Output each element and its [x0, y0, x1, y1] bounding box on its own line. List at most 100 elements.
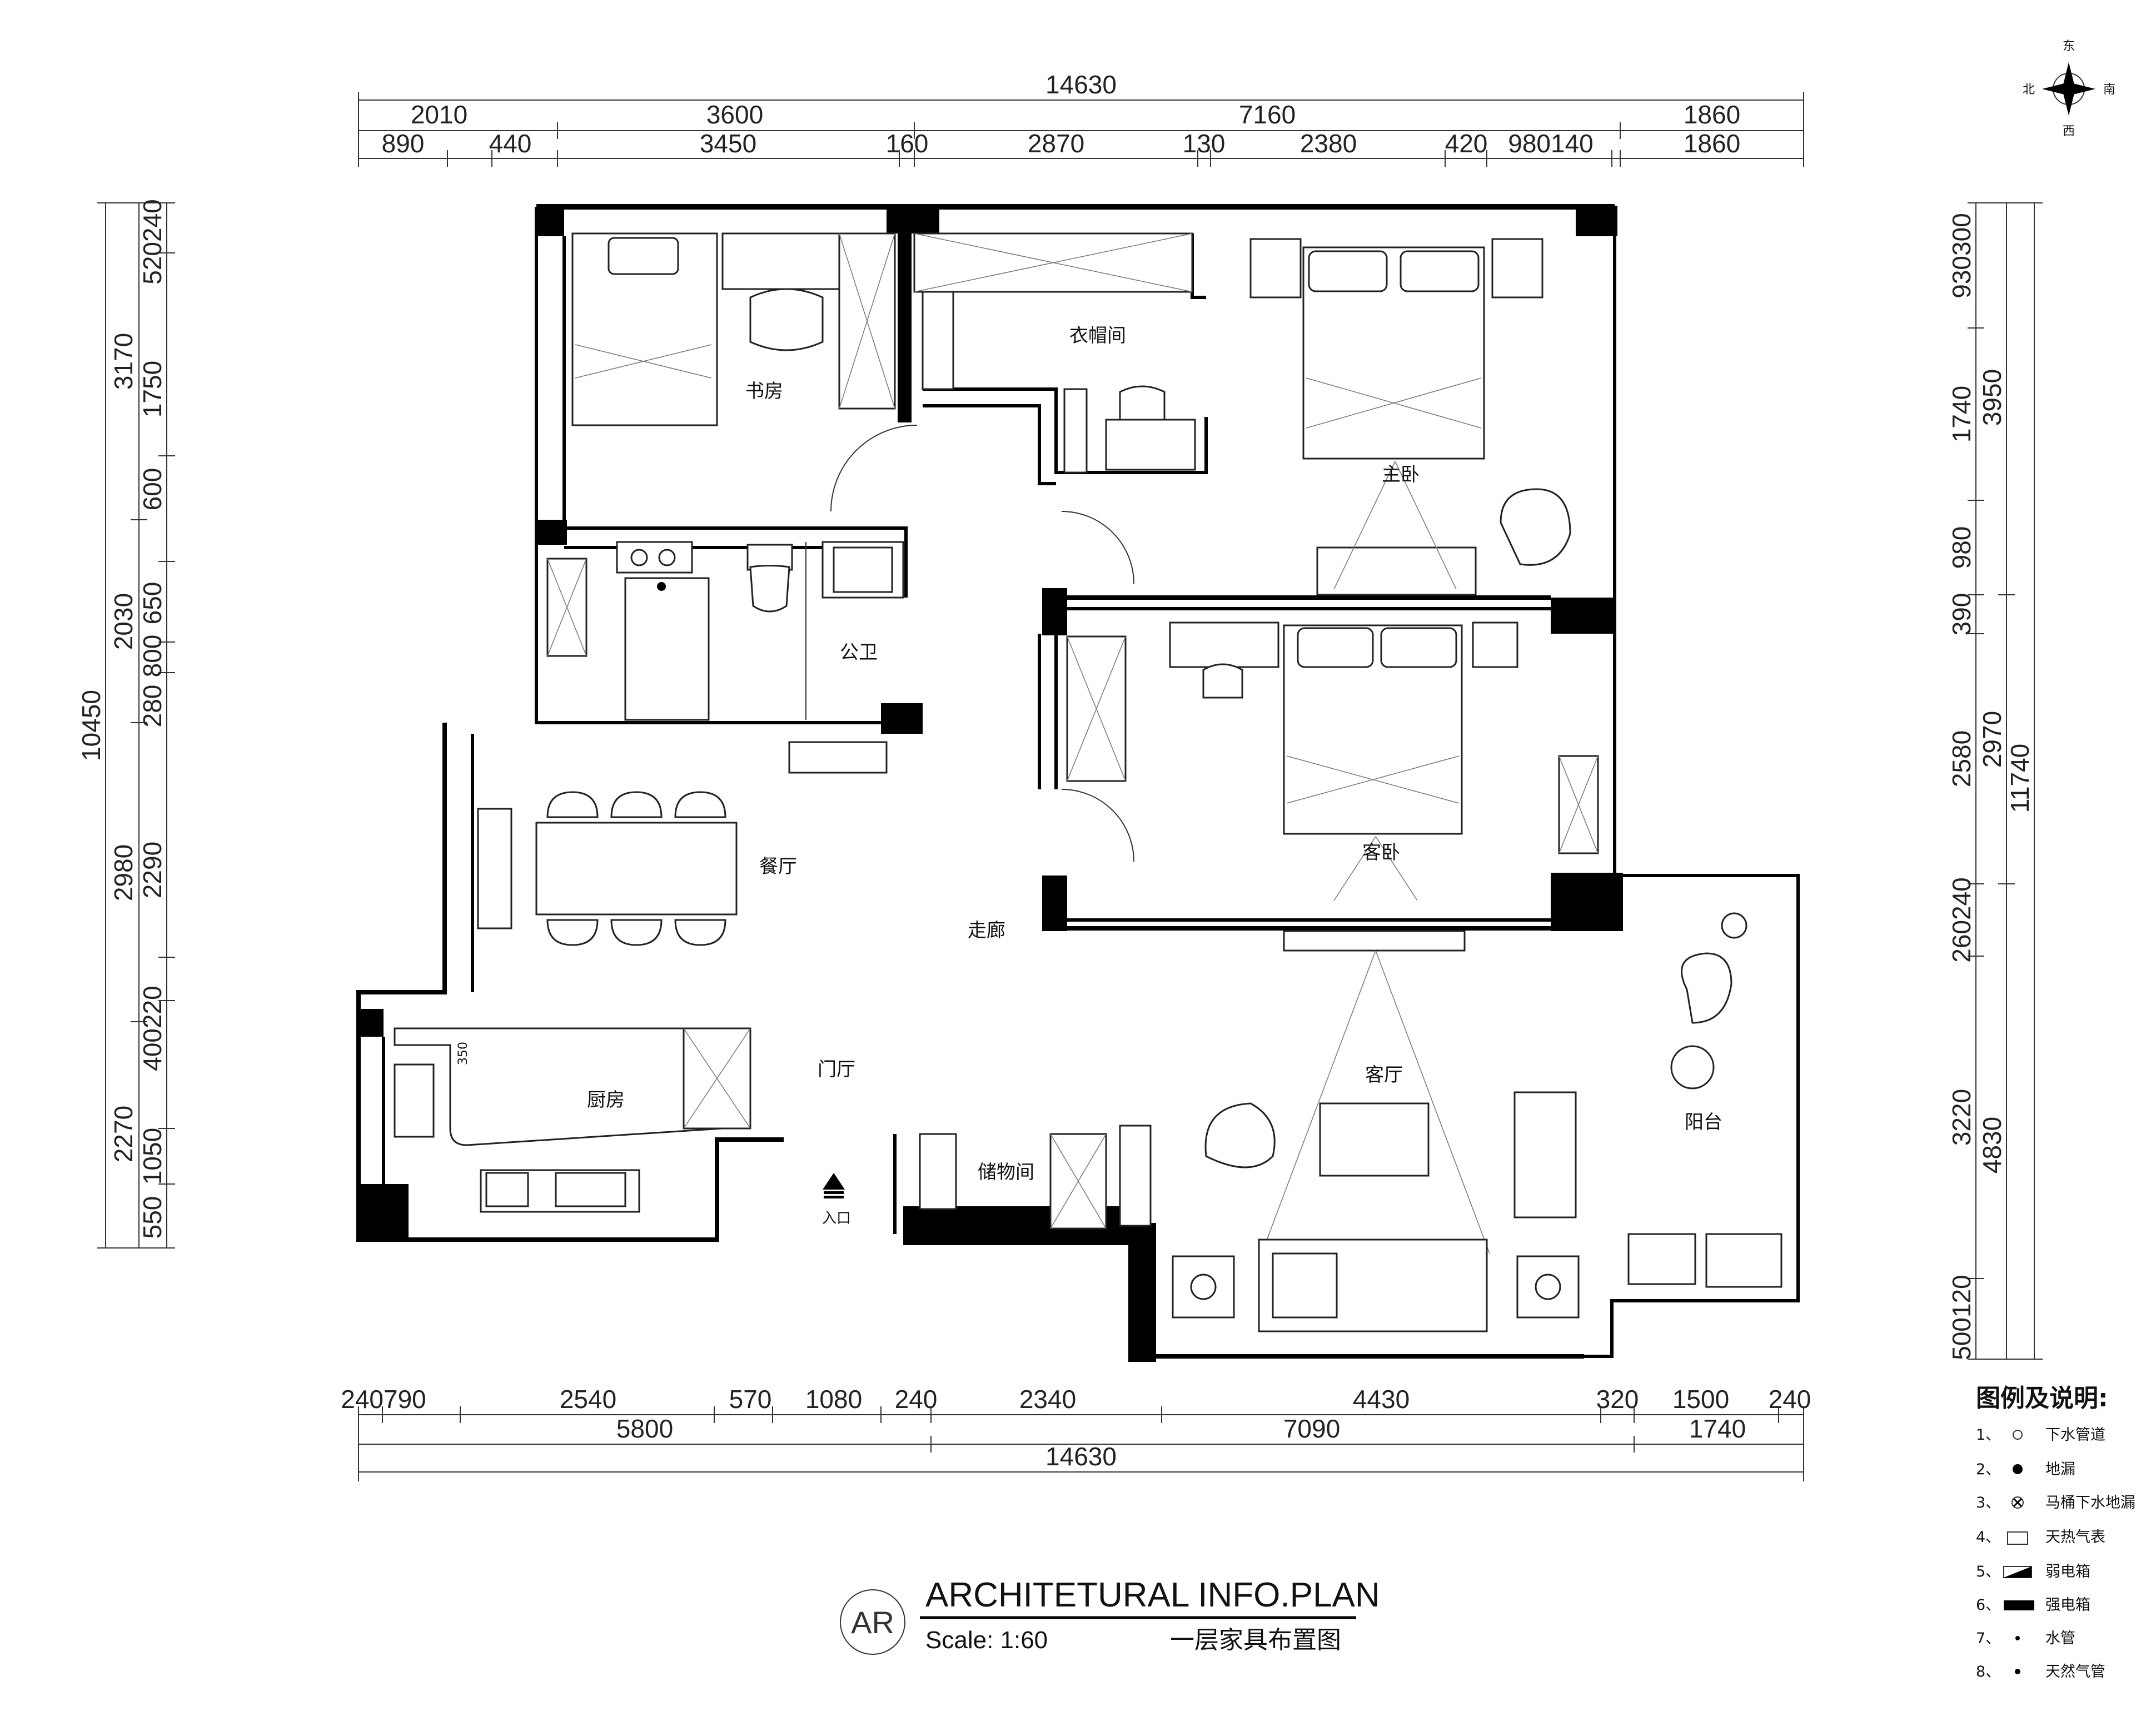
dim-bot-5: 240 — [895, 1385, 938, 1414]
dim-left-3: 2980 — [109, 844, 138, 901]
dim-left2-3: 600 — [138, 468, 167, 511]
filled-bar-icon — [2004, 1600, 2034, 1610]
dim-left-4: 2270 — [109, 1106, 138, 1162]
dim-left2-6: 280 — [138, 685, 167, 728]
left-dimensions: 10450 3170 2030 2980 2270 520240 1750 60… — [77, 199, 175, 1249]
title-subtitle: 一层家具布置图 — [1170, 1626, 1341, 1654]
dim-top2-3: 3450 — [700, 129, 756, 158]
dim-left2-4: 650 — [138, 582, 167, 625]
dim-bot-6: 2340 — [1019, 1385, 1076, 1414]
coffee-table — [1319, 1102, 1430, 1177]
kitchen-counter — [394, 1027, 724, 1146]
svg-text:天然气管: 天然气管 — [2045, 1663, 2105, 1680]
legend-item: 4、 天热气表 — [1976, 1529, 2105, 1546]
label-study: 书房 — [745, 380, 783, 402]
study-desk — [721, 232, 846, 290]
bottom-dimensions: 240790 2540 570 1080 240 2340 4430 320 1… — [341, 1385, 1811, 1481]
compass-rose: 东 南 西 北 — [2023, 39, 2115, 138]
dot-icon — [2015, 1669, 2020, 1674]
dim-right2-8: 500120 — [1947, 1275, 1976, 1360]
dim-right2-4: 390 — [1947, 593, 1976, 636]
dim-bot-2: 2540 — [560, 1385, 616, 1414]
dim-bot2-3: 1740 — [1689, 1414, 1746, 1443]
dim-bot-10: 240 — [1769, 1385, 1811, 1414]
svg-text:1、: 1、 — [1976, 1426, 2000, 1444]
svg-text:6、: 6、 — [1976, 1596, 2000, 1614]
dim-bot2-2: 7090 — [1283, 1414, 1340, 1443]
label-master: 主卧 — [1382, 464, 1420, 486]
dim-top-total: 14630 — [1045, 70, 1117, 99]
dim-bot-4: 1080 — [805, 1385, 862, 1414]
dim-left2-7: 2290 — [138, 842, 167, 898]
label-balcony: 阳台 — [1685, 1111, 1722, 1133]
dim-right2-6: 260240 — [1947, 877, 1976, 963]
dim-left-total: 10450 — [77, 690, 106, 761]
dim-right2-3: 980 — [1947, 526, 1976, 569]
dim-top2-7: 2380 — [1300, 129, 1357, 158]
dim-right-3: 4830 — [1978, 1117, 2006, 1173]
living-tv-cabinet — [1283, 930, 1466, 952]
dim-kitchen-small: 350 — [456, 1042, 470, 1065]
legend-item: 6、 强电箱 — [1976, 1596, 2090, 1614]
filled-circle-icon — [2013, 1464, 2023, 1474]
compass-north: 北 — [2023, 83, 2035, 97]
legend: 图例及说明: 1、 下水管道 2、 地漏 3、 马桶下水地漏 4、 天热气表 — [1976, 1384, 2135, 1680]
study-chair — [749, 288, 824, 351]
dim-right2-5: 2580 — [1947, 730, 1976, 787]
dim-top2-4: 160 — [886, 129, 929, 158]
top-dimensions: 14630 2010 3600 7160 1860 890 440 3450 1… — [358, 70, 1804, 167]
right-dimensions: 11740 3950 2970 4830 930300 1740 980 390… — [1947, 202, 2043, 1360]
dim-right-1: 3950 — [1978, 369, 2006, 426]
dim-right-2: 2970 — [1978, 711, 2006, 768]
svg-text:水管: 水管 — [2045, 1630, 2075, 1647]
svg-text:4、: 4、 — [1976, 1529, 2000, 1546]
entrance-arrow-icon — [823, 1173, 845, 1190]
svg-text:地漏: 地漏 — [2045, 1461, 2075, 1478]
svg-text:马桶下水地漏: 马桶下水地漏 — [2045, 1494, 2135, 1511]
svg-text:2、: 2、 — [1976, 1461, 2000, 1478]
master-armchair — [1500, 488, 1571, 566]
living-side-cabinet — [1513, 1091, 1577, 1218]
compass-east: 东 — [2063, 39, 2075, 53]
dim-bot-8: 320 — [1596, 1385, 1639, 1414]
dim-top-3: 7160 — [1239, 100, 1296, 129]
dim-bot-7: 4430 — [1353, 1385, 1410, 1414]
kitchen-sink — [394, 1063, 435, 1138]
dim-top2-1: 890 — [382, 129, 425, 158]
title-scale: Scale: 1:60 — [925, 1627, 1048, 1654]
dim-bot2-1: 5800 — [616, 1414, 673, 1443]
dim-top-1: 2010 — [411, 100, 467, 129]
furniture — [394, 232, 1782, 1332]
room-labels: 书房 衣帽间 主卧 公卫 客卧 餐厅 走廊 门厅 厨房 储物间 客厅 阳台 入口… — [456, 325, 1722, 1227]
balcony-table — [1670, 1045, 1715, 1090]
legend-item: 1、 下水管道 — [1976, 1426, 2105, 1444]
dim-left2-1: 520240 — [138, 199, 167, 285]
balcony-chair — [1681, 952, 1732, 1024]
dim-right2-1: 930300 — [1947, 213, 1976, 299]
svg-text:弱电箱: 弱电箱 — [2045, 1563, 2090, 1580]
open-circle-icon — [2013, 1430, 2023, 1440]
label-corridor: 走廊 — [968, 919, 1005, 942]
dim-bot-total: 14630 — [1045, 1442, 1117, 1471]
dining-table — [535, 822, 738, 916]
dim-top2-2: 440 — [489, 129, 532, 158]
guest-desk — [1169, 621, 1279, 668]
dim-left-1: 3170 — [109, 333, 138, 390]
living-armchair — [1204, 1102, 1276, 1168]
dim-left2-5: 800 — [138, 635, 167, 678]
legend-item: 2、 地漏 — [1976, 1461, 2075, 1478]
dim-top2-5: 2870 — [1028, 129, 1084, 158]
title-badge: AR — [851, 1605, 894, 1640]
dim-top-2: 3600 — [706, 100, 763, 129]
dim-top2-8: 420 — [1445, 129, 1488, 158]
svg-text:3、: 3、 — [1976, 1494, 2000, 1511]
dim-bot-9: 1500 — [1672, 1385, 1729, 1414]
label-entrance: 入口 — [822, 1210, 851, 1227]
compass-south: 南 — [2103, 83, 2115, 97]
dim-top-4: 1860 — [1684, 100, 1740, 129]
dim-left-2: 2030 — [109, 593, 138, 650]
small-rect-icon — [2007, 1531, 2028, 1545]
svg-text:强电箱: 强电箱 — [2045, 1596, 2090, 1614]
label-closet: 衣帽间 — [1069, 325, 1126, 347]
legend-item: 3、 马桶下水地漏 — [1976, 1494, 2135, 1511]
